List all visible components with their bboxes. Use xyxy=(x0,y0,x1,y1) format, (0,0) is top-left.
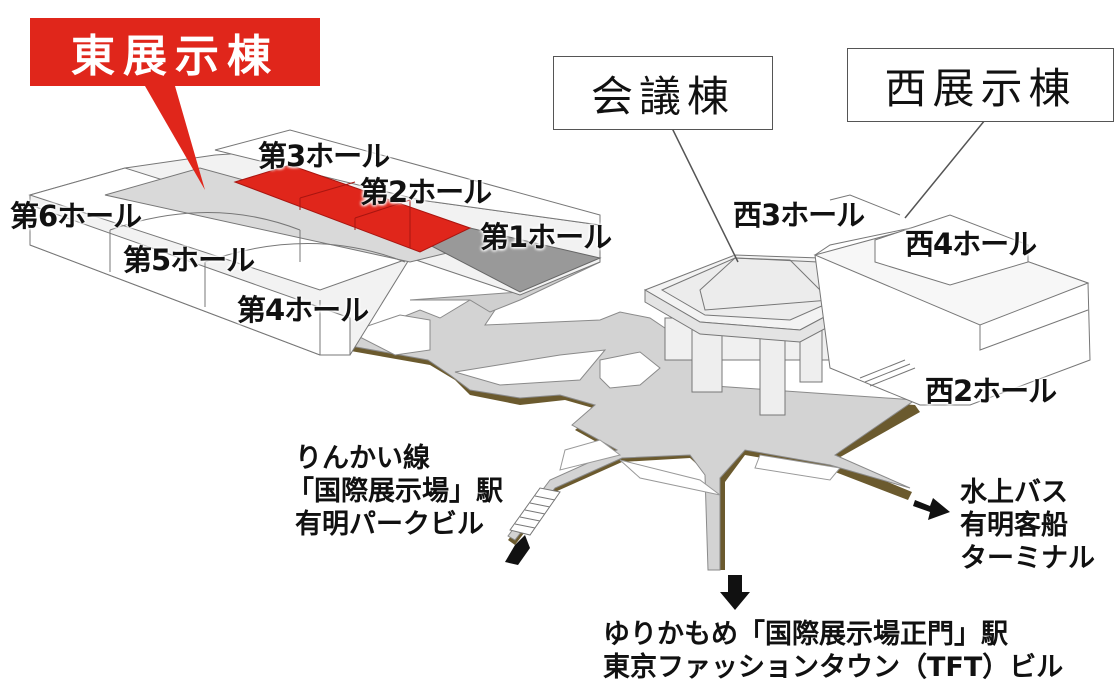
exit-rinkai-line-2: 「国際展示場」駅 xyxy=(287,476,503,507)
west-building-label: 西展示棟 xyxy=(847,48,1114,122)
hall-2-label: 第2ホール xyxy=(360,175,492,209)
east-building-label: 東展示棟 xyxy=(30,18,320,86)
west-hall-3-label: 西3ホール xyxy=(733,198,865,232)
exit-waterbus-line-3: ターミナル xyxy=(960,543,1095,574)
east-exhibition-building xyxy=(28,86,602,356)
west-exhibition-building xyxy=(813,119,1091,406)
hall-6-label: 第6ホール xyxy=(10,199,142,233)
west-hall-2-label: 西2ホール xyxy=(925,374,1057,408)
west-hall-4-label: 西4ホール xyxy=(905,227,1037,261)
conference-building-label: 会議棟 xyxy=(553,56,773,130)
exit-rinkai-label: りんかい線 「国際展示場」駅 有明パークビル xyxy=(287,442,503,541)
hall-3-label: 第3ホール xyxy=(258,139,390,173)
walkway-floor xyxy=(344,254,920,571)
exit-waterbus-line-1: 水上バス xyxy=(960,477,1068,508)
arrow-yurikamome-icon xyxy=(720,575,750,610)
exit-arrows xyxy=(505,498,950,610)
exit-yurikamome-line-1: ゆりかもめ「国際展示場正門」駅 xyxy=(603,619,1008,650)
hall-5-label: 第5ホール xyxy=(123,243,255,277)
arrow-waterbus-icon xyxy=(913,498,950,520)
hall-4-label: 第4ホール xyxy=(237,293,369,327)
exit-waterbus-line-2: 有明客船 xyxy=(960,510,1068,541)
arrow-rinkai-icon xyxy=(505,535,530,565)
exit-waterbus-label: 水上バス 有明客船 ターミナル xyxy=(960,476,1095,575)
hall-1-label: 第1ホール xyxy=(480,220,612,254)
hall-2-3-highlight xyxy=(233,164,472,253)
exit-yurikamome-line-2: 東京ファッションタウン（TFT）ビル xyxy=(603,652,1064,683)
exit-rinkai-line-1: りんかい線 xyxy=(295,443,430,474)
exit-yurikamome-label: ゆりかもめ「国際展示場正門」駅 東京ファッションタウン（TFT）ビル xyxy=(603,618,1063,684)
exit-rinkai-line-3: 有明パークビル xyxy=(295,509,484,540)
